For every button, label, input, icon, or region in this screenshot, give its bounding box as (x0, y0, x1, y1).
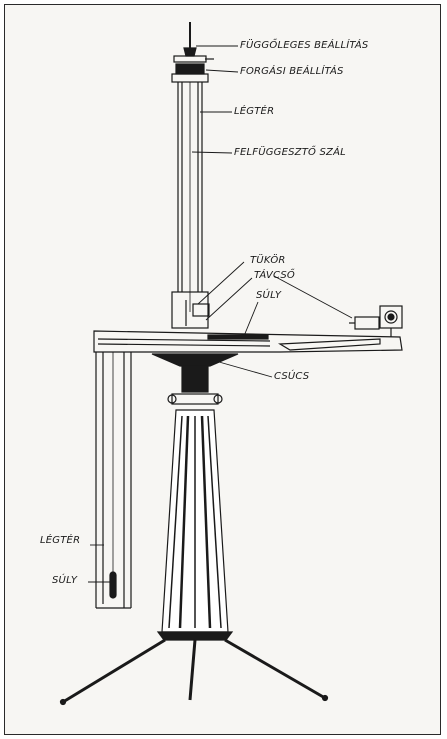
label-mirror: TÜKÖR (250, 255, 286, 266)
label-telescope: TÁVCSŐ (254, 270, 295, 281)
tripod-base (59, 631, 329, 706)
label-vertical-adjust: FÜGGŐLEGES BEÁLLÍTÁS (240, 40, 369, 51)
horizontal-arm (93, 330, 403, 353)
label-air-space-top: LÉGTÉR (234, 106, 275, 117)
leader-lines (88, 45, 353, 583)
label-suspension-fiber: FELFÜGGESZTŐ SZÁL (234, 147, 346, 158)
label-rotation-adjust: FORGÁSI BEÁLLÍTÁS (240, 66, 344, 77)
label-weight-top: SÚLY (256, 290, 282, 301)
vertical-column (177, 82, 203, 312)
pivot-assembly (151, 353, 239, 405)
telescope (349, 305, 403, 337)
label-pivot: CSÚCS (274, 371, 310, 382)
label-weight-bottom: SÚLY (52, 575, 78, 586)
mirror-housing (171, 291, 210, 329)
pendant-tube (95, 352, 132, 609)
top-adjustment-knob (171, 22, 214, 83)
tripod-column (161, 409, 229, 633)
label-air-space-bottom: LÉGTÉR (40, 535, 81, 546)
